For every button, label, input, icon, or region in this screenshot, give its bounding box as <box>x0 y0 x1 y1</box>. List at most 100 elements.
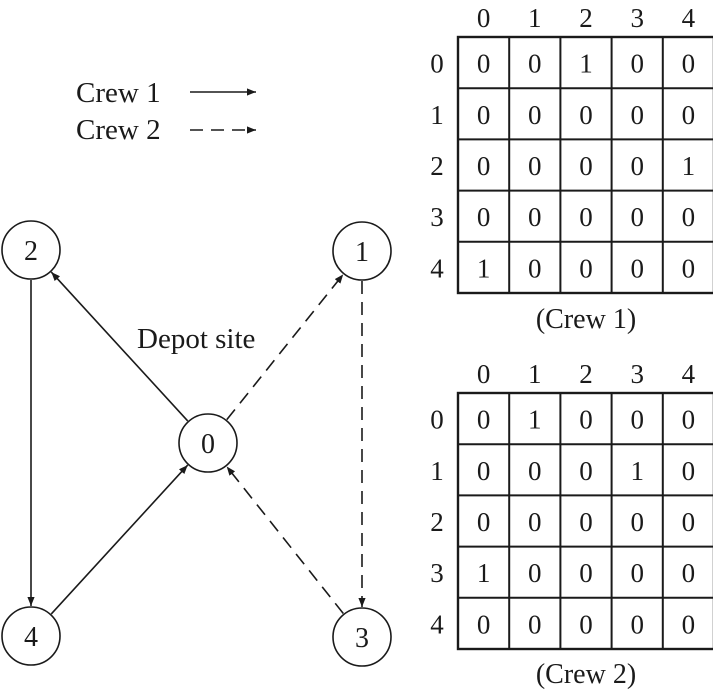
column-header: 3 <box>630 3 644 33</box>
route-edges <box>27 271 366 615</box>
matrix-cell: 1 <box>630 456 644 486</box>
matrix-cell: 0 <box>630 100 644 130</box>
matrix-cell: 1 <box>528 405 542 435</box>
legend-label-crew-1: Crew 1 <box>76 77 161 109</box>
matrix-cell: 0 <box>528 253 542 283</box>
matrix-border <box>456 391 713 651</box>
matrix-cell: 0 <box>579 100 593 130</box>
matrix-cell: 0 <box>477 49 491 79</box>
matrix-caption: (Crew 2) <box>536 659 636 690</box>
column-header: 4 <box>682 359 696 389</box>
matrix-cell: 0 <box>682 253 696 283</box>
matrix-cell: 0 <box>682 49 696 79</box>
column-header: 2 <box>579 3 593 33</box>
matrix-cell: 0 <box>528 456 542 486</box>
matrix-cell: 0 <box>579 456 593 486</box>
matrix-cell: 0 <box>477 456 491 486</box>
matrix-cell: 0 <box>579 558 593 588</box>
column-header: 4 <box>682 3 696 33</box>
matrix-cell: 0 <box>528 100 542 130</box>
matrix-cell: 0 <box>682 507 696 537</box>
node-circle <box>1 606 61 666</box>
node-3: 3 <box>332 607 392 667</box>
legend-label-crew-2: Crew 2 <box>76 114 161 146</box>
matrix-cell: 0 <box>477 507 491 537</box>
matrix-cell: 0 <box>630 253 644 283</box>
matrix-cell: 1 <box>579 49 593 79</box>
matrix-cell: 0 <box>477 202 491 232</box>
matrix-cell: 0 <box>528 558 542 588</box>
row-header: 2 <box>430 151 444 181</box>
node-circle <box>178 413 238 473</box>
column-header: 0 <box>477 359 491 389</box>
matrix-border <box>456 35 713 295</box>
matrix-cell: 0 <box>630 202 644 232</box>
row-header: 2 <box>430 507 444 537</box>
matrix-cell: 0 <box>630 405 644 435</box>
edge-4-to-0 <box>50 464 189 615</box>
row-header: 1 <box>430 456 444 486</box>
node-circle <box>1 220 61 280</box>
matrix-cell: 0 <box>682 558 696 588</box>
matrix-cell: 0 <box>528 49 542 79</box>
column-header: 1 <box>528 3 542 33</box>
matrix-cell: 0 <box>579 507 593 537</box>
row-header: 0 <box>430 49 444 79</box>
legend: Crew 1 Crew 2 <box>76 77 256 146</box>
route-nodes: 0 1 2 3 4 <box>1 220 392 667</box>
edge-0-to-2 <box>50 271 189 422</box>
matrix-cell: 0 <box>630 507 644 537</box>
node-0: 0 <box>178 413 238 473</box>
matrix-cell: 0 <box>477 151 491 181</box>
matrix-cell: 0 <box>682 456 696 486</box>
row-header: 3 <box>430 202 444 232</box>
node-label: 2 <box>24 236 38 267</box>
matrix-cell: 0 <box>682 609 696 639</box>
matrix-cell: 0 <box>630 151 644 181</box>
matrix-cell: 1 <box>477 558 491 588</box>
matrix-cell: 0 <box>477 100 491 130</box>
matrix-cell: 0 <box>528 609 542 639</box>
node-label: 3 <box>355 623 369 654</box>
matrix-cell: 0 <box>477 405 491 435</box>
node-circle <box>332 221 392 281</box>
column-header: 3 <box>630 359 644 389</box>
node-4: 4 <box>1 606 61 666</box>
node-label: 1 <box>355 237 369 268</box>
matrix-cell: 0 <box>682 100 696 130</box>
matrix-cell: 0 <box>682 202 696 232</box>
edge-0-to-1 <box>226 273 344 421</box>
matrix-cell: 0 <box>579 405 593 435</box>
matrix-cell: 0 <box>630 609 644 639</box>
matrix-cell: 0 <box>630 49 644 79</box>
row-header: 4 <box>430 253 444 283</box>
matrix-caption: (Crew 1) <box>536 304 636 335</box>
matrix-cell: 0 <box>630 558 644 588</box>
edge-3-to-0 <box>226 466 344 614</box>
node-label: 0 <box>201 429 215 460</box>
node-1: 1 <box>332 221 392 281</box>
depot-label: Depot site <box>137 323 255 355</box>
matrix-cell: 1 <box>477 253 491 283</box>
row-header: 4 <box>430 609 444 639</box>
matrix-cell: 0 <box>579 253 593 283</box>
column-header: 2 <box>579 359 593 389</box>
matrix-cell: 0 <box>579 609 593 639</box>
row-header: 0 <box>430 405 444 435</box>
matrix-cell: 1 <box>682 151 696 181</box>
matrix-cell: 0 <box>682 405 696 435</box>
matrix-cell: 0 <box>579 151 593 181</box>
matrix-cell: 0 <box>579 202 593 232</box>
node-label: 4 <box>24 622 38 653</box>
column-header: 1 <box>528 359 542 389</box>
matrix-cell: 0 <box>528 507 542 537</box>
column-header: 0 <box>477 3 491 33</box>
node-2: 2 <box>1 220 61 280</box>
row-header: 1 <box>430 100 444 130</box>
matrix-cell: 0 <box>528 202 542 232</box>
matrix-cell: 0 <box>477 609 491 639</box>
node-circle <box>332 607 392 667</box>
